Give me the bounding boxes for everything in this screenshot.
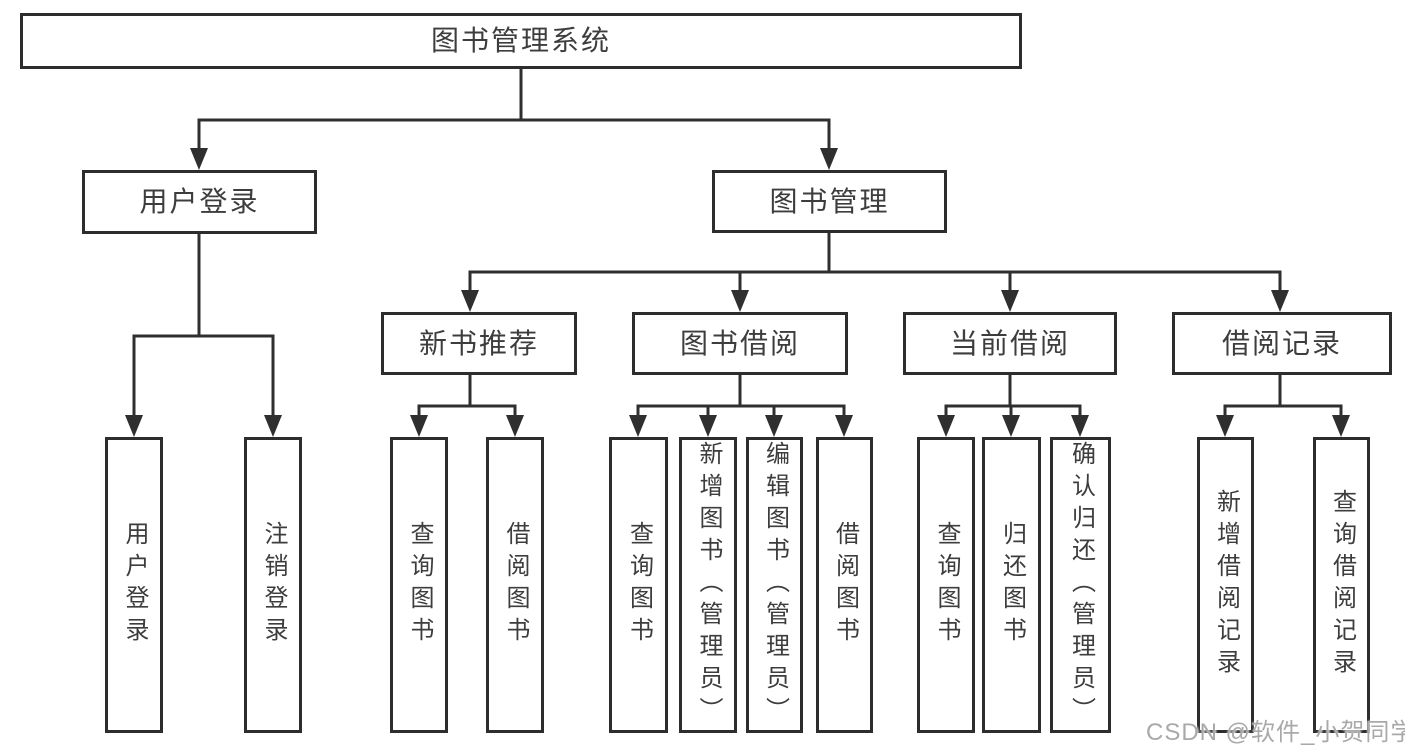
leaf-label: 新增借阅记录 xyxy=(1212,489,1240,681)
leaf-cb-query-books: 查询图书 xyxy=(917,437,975,733)
leaf-label: 用户登录 xyxy=(121,521,148,649)
node-label: 当前借阅 xyxy=(949,327,1070,359)
leaf-logout: 注销登录 xyxy=(244,437,302,733)
leaf-label: 归还图书 xyxy=(998,521,1026,649)
leaf-label: 查询图书 xyxy=(406,521,433,649)
connector-bookborrow-to-leaves xyxy=(636,373,846,421)
node-label: 图书管理 xyxy=(769,185,890,217)
leaf-rec-query-books: 查询图书 xyxy=(390,437,448,733)
leaf-rec-borrow-books: 借阅图书 xyxy=(486,437,544,733)
leaf-cb-confirm-return-admin: 确认归还（管理员） xyxy=(1050,437,1111,733)
node-label: 借阅记录 xyxy=(1221,327,1342,359)
leaf-label: 借阅图书 xyxy=(502,521,529,649)
node-label: 图书借阅 xyxy=(679,327,800,359)
leaf-label: 借阅图书 xyxy=(831,521,859,649)
connector-borrowrecord-to-leaves xyxy=(1223,373,1343,421)
leaf-label: 查询借阅记录 xyxy=(1328,489,1356,681)
node-current-borrowing: 当前借阅 xyxy=(903,312,1117,375)
leaf-label: 新增图书（管理员） xyxy=(695,441,722,729)
connector-newbookrec-to-leaves xyxy=(417,373,517,421)
node-borrow-records: 借阅记录 xyxy=(1172,312,1392,375)
node-user-login: 用户登录 xyxy=(82,170,317,234)
arrowheads xyxy=(125,148,1350,437)
connector-root-to-branches xyxy=(197,67,831,154)
node-label: 图书管理系统 xyxy=(430,25,611,56)
connector-currentborrow-to-leaves xyxy=(944,373,1082,421)
leaf-label: 确认归还（管理员） xyxy=(1067,441,1095,729)
node-label: 新书推荐 xyxy=(418,327,539,359)
node-book-borrowing: 图书借阅 xyxy=(632,312,848,375)
leaf-bb-borrow-books: 借阅图书 xyxy=(816,437,873,733)
node-new-book-recommend: 新书推荐 xyxy=(381,312,577,375)
leaf-br-add-record: 新增借阅记录 xyxy=(1197,437,1254,733)
node-book-management: 图书管理 xyxy=(712,170,947,233)
csdn-watermark: CSDN @软件_小贺同学 xyxy=(1146,719,1405,746)
leaf-label: 注销登录 xyxy=(260,521,287,649)
node-label: 用户登录 xyxy=(139,186,260,217)
leaf-bb-add-books-admin: 新增图书（管理员） xyxy=(679,437,737,733)
leaf-br-query-record: 查询借阅记录 xyxy=(1313,437,1370,733)
connector-bookmgmt-to-modules xyxy=(468,231,1282,296)
leaf-label: 查询图书 xyxy=(933,521,960,649)
leaf-label: 编辑图书（管理员） xyxy=(761,441,789,729)
leaf-cb-return-books: 归还图书 xyxy=(982,437,1041,733)
connector-userlogin-to-leaves xyxy=(132,232,275,421)
leaf-bb-edit-books-admin: 编辑图书（管理员） xyxy=(746,437,803,733)
leaf-label: 查询图书 xyxy=(625,521,653,649)
leaf-bb-query-books: 查询图书 xyxy=(609,437,668,733)
leaf-user-login: 用户登录 xyxy=(105,437,163,733)
node-library-management-system: 图书管理系统 xyxy=(20,13,1022,69)
